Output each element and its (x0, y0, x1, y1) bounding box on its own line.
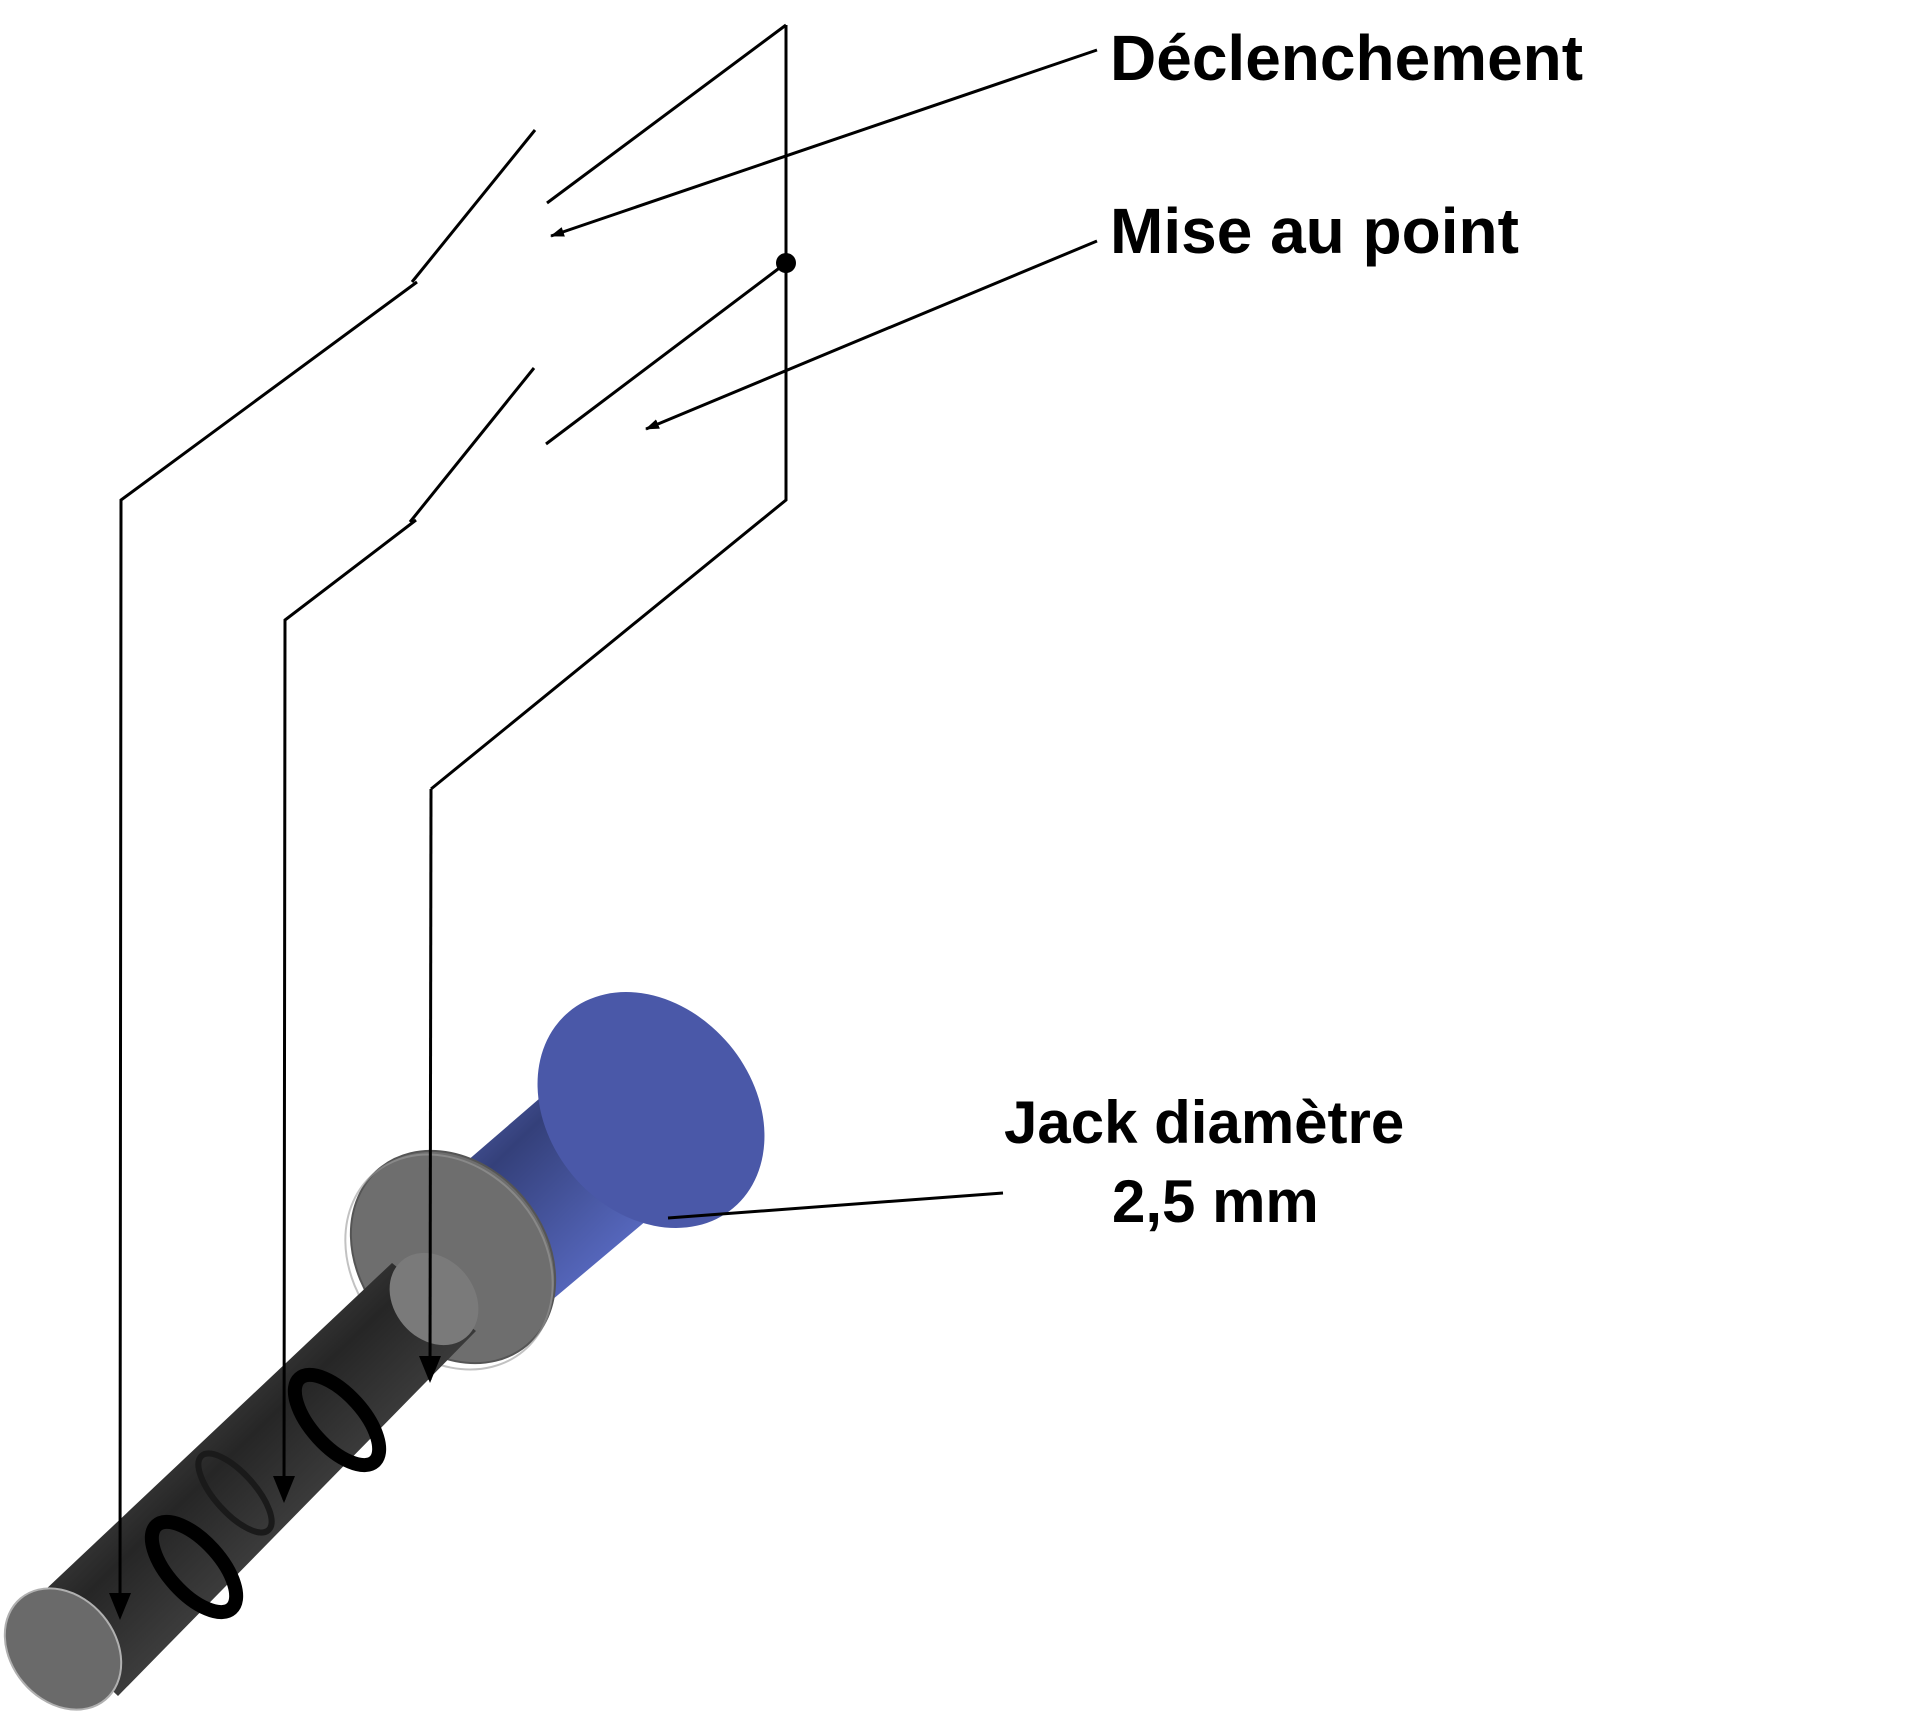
focus-label: Mise au point (1110, 195, 1519, 267)
focus-leader (645, 239, 1098, 431)
trigger-leader (550, 48, 1098, 238)
focus-fixed-contact (545, 261, 787, 446)
trigger-wire (118, 280, 418, 1617)
tip-arrow (109, 1593, 131, 1620)
jack-plug (3, 992, 765, 1711)
insulator-rings (144, 1367, 387, 1620)
trigger-fixed-contact (546, 23, 787, 205)
jack-label-line2: 2,5 mm (1112, 1168, 1319, 1235)
jack-leader (667, 1191, 1004, 1220)
jack-label-line1: Jack diamètre (1004, 1089, 1404, 1156)
sleeve-arrow (419, 1356, 441, 1383)
trigger-label: Déclenchement (1110, 22, 1583, 94)
focus-wire (282, 518, 417, 1501)
common-wire-down (428, 788, 433, 1381)
contact-arrowheads (109, 1356, 441, 1620)
trigger-switch-blade (410, 129, 537, 283)
junction-dot (776, 253, 796, 273)
jack-tip (3, 1587, 123, 1711)
ring-arrow (273, 1476, 295, 1503)
common-wire (430, 25, 788, 791)
focus-switch-blade (408, 367, 536, 523)
circuit-wires (118, 23, 788, 1617)
shaft-inner-end (389, 1252, 479, 1346)
